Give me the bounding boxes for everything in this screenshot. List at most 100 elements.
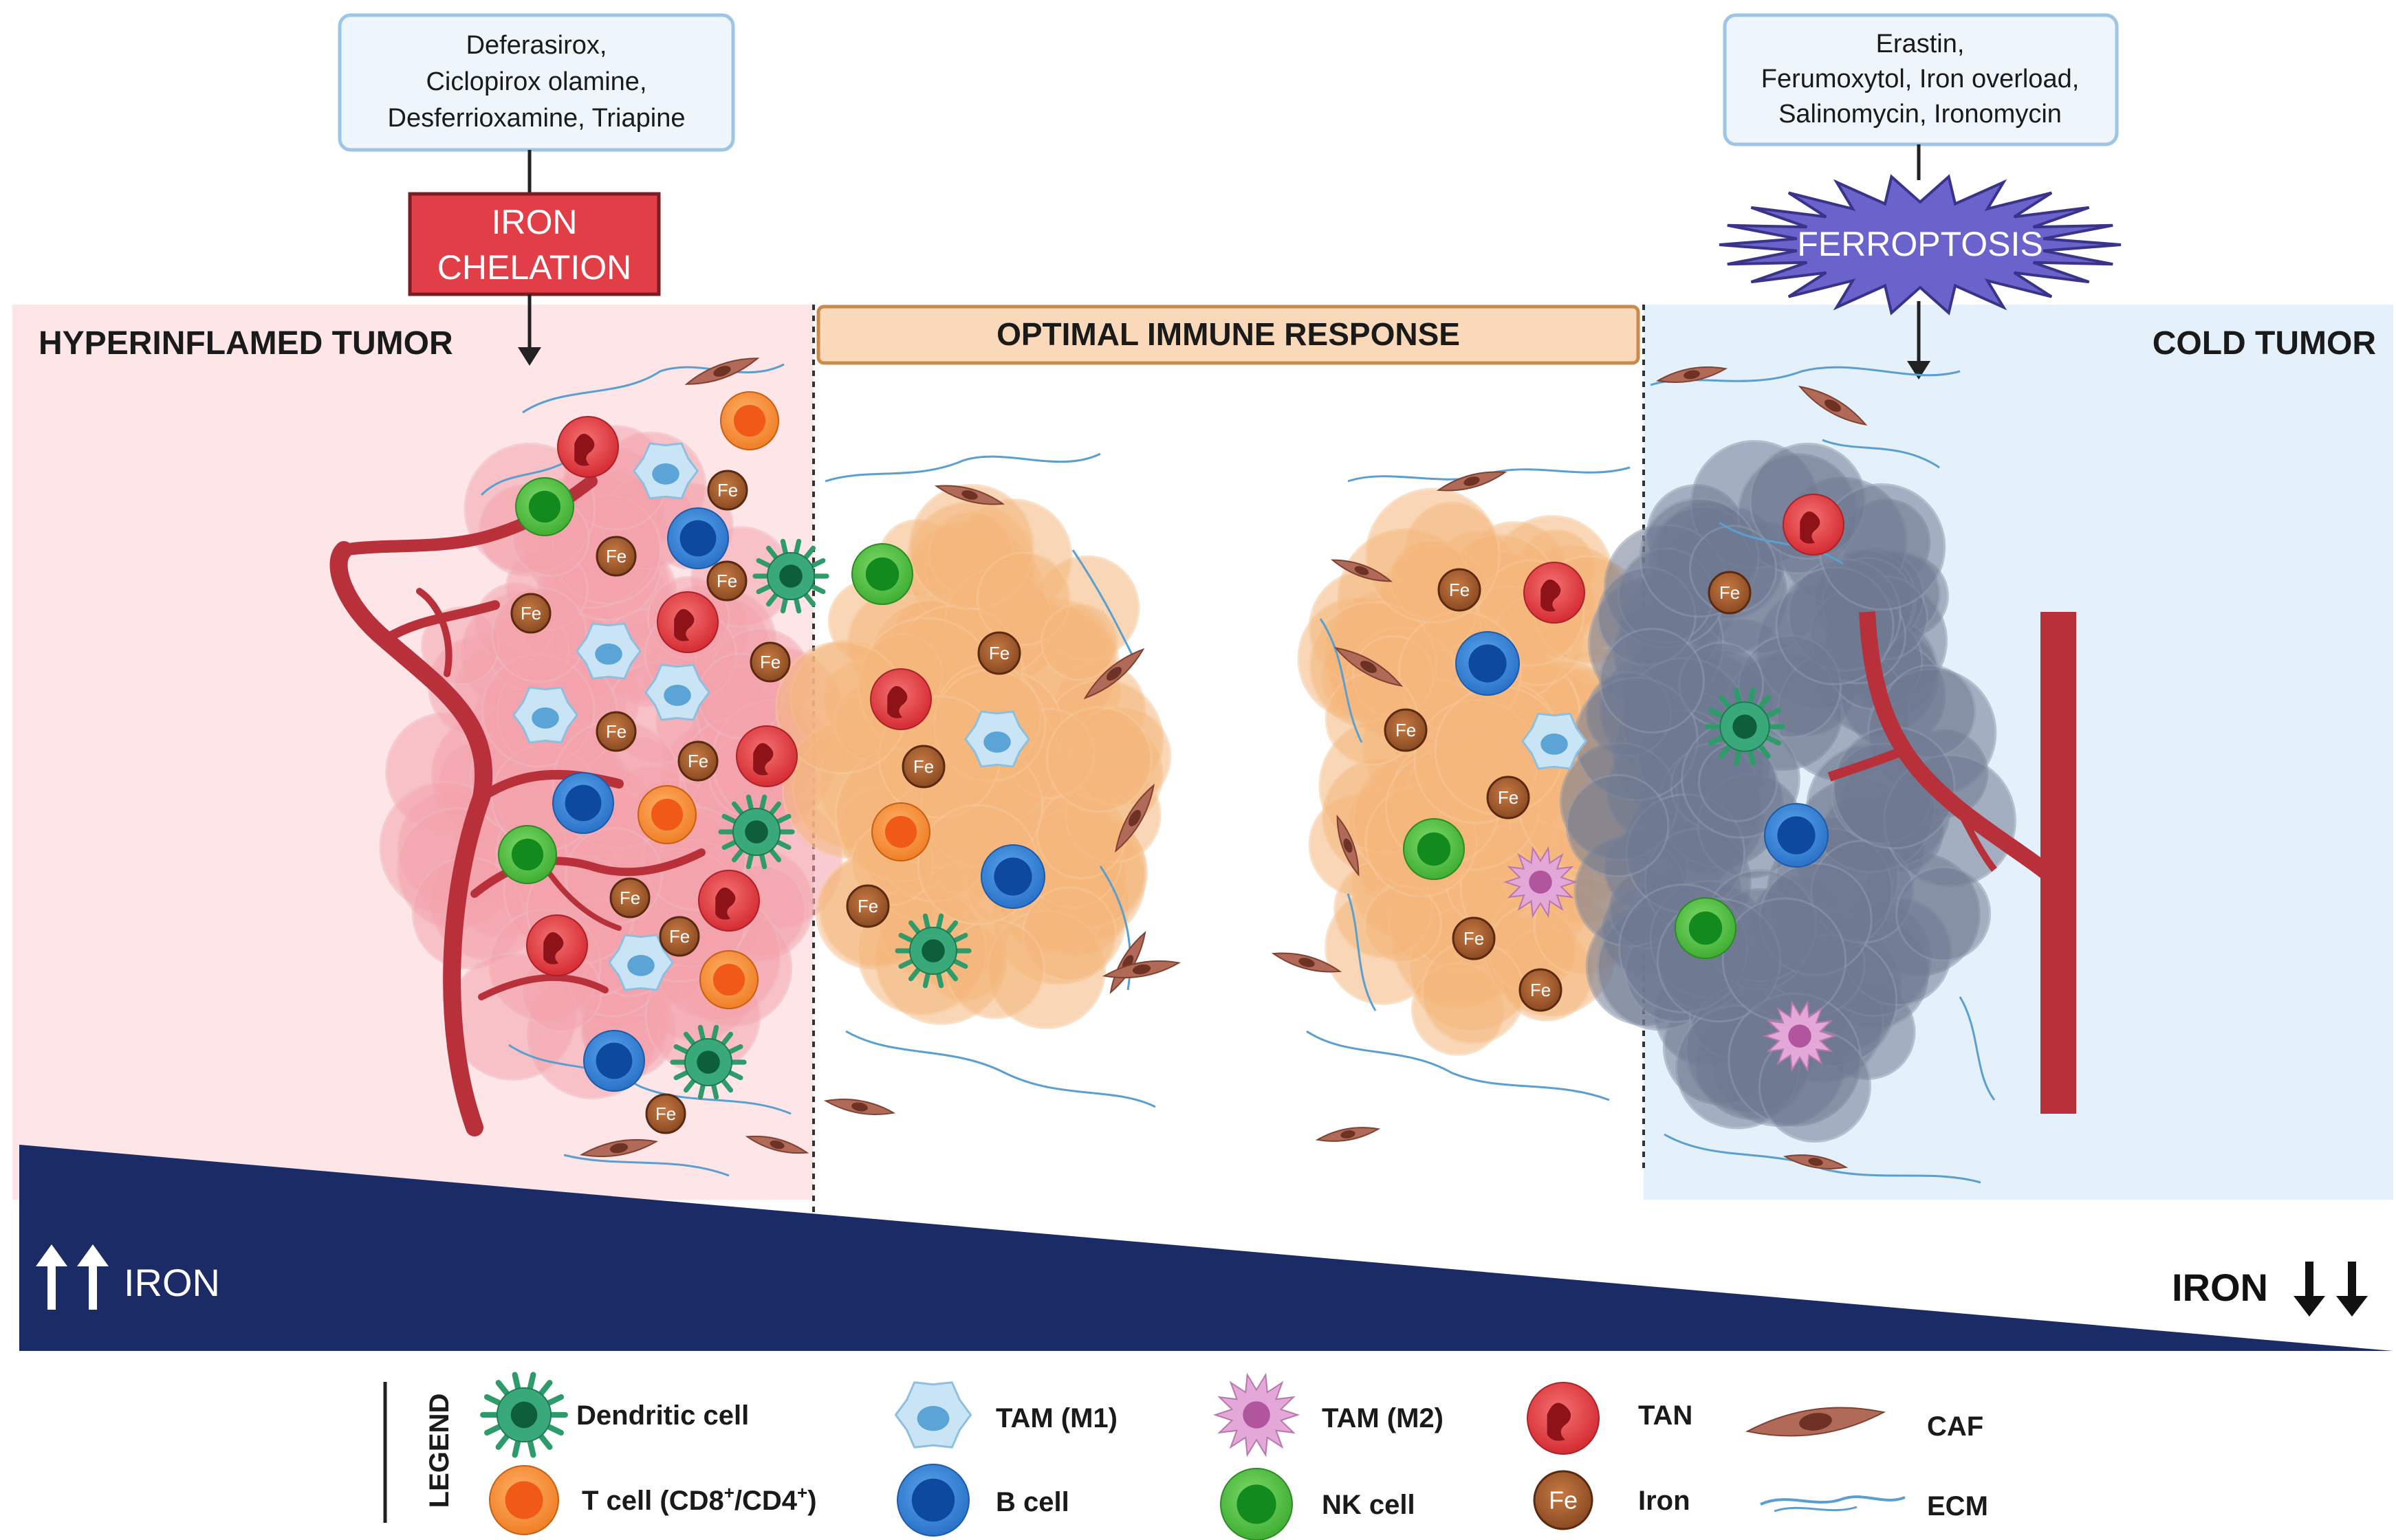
chelator-line-2: Ciclopirox olamine, bbox=[426, 67, 646, 96]
iron-marker-label: Fe bbox=[989, 643, 1010, 663]
iron-marker: Fe bbox=[645, 1093, 686, 1134]
iron-marker-label: Fe bbox=[1395, 720, 1416, 740]
iron-marker-label: Fe bbox=[1498, 787, 1518, 808]
iron-marker-label: Fe bbox=[1549, 1486, 1578, 1515]
tam-m1-cell bbox=[512, 686, 578, 744]
dendritic-cell bbox=[670, 1024, 747, 1100]
tan-cell bbox=[698, 870, 760, 932]
tam-m2-cell bbox=[1213, 1372, 1300, 1458]
iron-marker: Fe bbox=[1437, 568, 1481, 612]
caf-cell bbox=[1745, 1407, 1886, 1437]
ecm-fiber bbox=[1347, 893, 1377, 1011]
b-cell bbox=[583, 1030, 645, 1092]
caf-cell bbox=[1783, 1154, 1849, 1169]
chelator-line-3: Desferrioxamine, Triapine bbox=[388, 104, 686, 133]
iron-marker-label: Fe bbox=[655, 1103, 676, 1124]
tan-cell bbox=[1783, 494, 1844, 556]
legend-icon-tan bbox=[1527, 1382, 1600, 1455]
iron-marker-label: Fe bbox=[1449, 580, 1470, 600]
ferroptosis-line-1: Erastin, bbox=[1876, 30, 1965, 58]
tan-cell bbox=[1523, 562, 1585, 624]
legend-icon-ecm bbox=[1760, 1495, 1906, 1512]
tam-m1-cell bbox=[964, 710, 1030, 768]
iron-marker-label: Fe bbox=[1719, 582, 1740, 603]
iron-marker: Fe bbox=[677, 740, 719, 782]
optimal-title: OPTIMAL IMMUNE RESPONSE bbox=[996, 316, 1460, 352]
legend-title: LEGEND bbox=[424, 1394, 455, 1508]
tumor-cell-blob bbox=[1045, 706, 1153, 813]
iron-chelation-line-1: IRON bbox=[492, 203, 578, 241]
tumor-cell-blob bbox=[1895, 866, 1992, 962]
dendritic-cell bbox=[752, 538, 829, 614]
caf-cell bbox=[1315, 1127, 1381, 1142]
iron-low-label: IRON bbox=[2172, 1266, 2268, 1309]
caf-cell bbox=[823, 1099, 896, 1115]
b-cell bbox=[667, 507, 729, 569]
tumor-cell-blob bbox=[945, 918, 1045, 1020]
iron-chelation-box bbox=[408, 192, 661, 296]
iron-marker: Fe bbox=[596, 711, 637, 752]
ecm-fiber bbox=[1719, 521, 1844, 565]
iron-marker-label: Fe bbox=[1463, 928, 1484, 949]
caf-cell bbox=[1083, 648, 1145, 700]
t-cell bbox=[720, 391, 779, 450]
iron-up-arrows bbox=[36, 1244, 109, 1310]
cold-cells: Fe bbox=[1655, 366, 1868, 1169]
dendritic-cell bbox=[480, 1372, 568, 1458]
hyperinflamed-title: HYPERINFLAMED TUMOR bbox=[39, 325, 453, 362]
t-cell bbox=[489, 1465, 559, 1535]
iron-marker: Fe bbox=[1486, 776, 1530, 820]
dendritic-cell bbox=[895, 913, 972, 989]
ferroptosis-drug-box bbox=[1723, 13, 2119, 146]
tam-m1-cell bbox=[576, 622, 642, 680]
tumor-cell-blob bbox=[1818, 483, 1946, 611]
ecm-fiber bbox=[1822, 439, 1940, 469]
iron-marker-label: Fe bbox=[1530, 980, 1551, 1000]
ferroptosis-arrow-head bbox=[1907, 361, 1930, 380]
legend-label-iron: Iron bbox=[1638, 1486, 1690, 1516]
b-cell bbox=[1455, 631, 1520, 696]
tan-cell bbox=[736, 725, 798, 787]
tam-m1-cell bbox=[1521, 712, 1587, 770]
iron-marker: Fe bbox=[977, 631, 1021, 675]
tan-cell bbox=[870, 668, 932, 730]
tumor-cell-blob bbox=[1041, 603, 1119, 681]
iron-marker-label: Fe bbox=[620, 888, 640, 908]
iron-marker: Fe bbox=[1384, 708, 1428, 752]
iron-marker-label: Fe bbox=[760, 652, 781, 672]
tumor-cell-blob bbox=[1364, 487, 1501, 624]
ecm-fiber bbox=[1071, 549, 1136, 661]
ecm-fiber bbox=[1959, 996, 1996, 1101]
caf-cell bbox=[1333, 647, 1404, 687]
nk-cell bbox=[515, 477, 574, 536]
ecm-fiber bbox=[1306, 1030, 1610, 1101]
legend-label-nk: NK cell bbox=[1322, 1490, 1415, 1520]
ecm-fiber bbox=[522, 363, 785, 414]
caf-cell bbox=[1102, 960, 1181, 979]
caf-cell bbox=[934, 485, 1005, 505]
legend-label-tam-m1: TAM (M1) bbox=[996, 1403, 1118, 1433]
iron-marker: Fe bbox=[846, 884, 890, 928]
legend-label-tam-m2: TAM (M2) bbox=[1322, 1403, 1444, 1433]
tam-m1-cell bbox=[894, 1381, 972, 1449]
b-cell bbox=[552, 772, 614, 834]
iron-marker-label: Fe bbox=[688, 751, 708, 771]
caf-cell bbox=[579, 1138, 659, 1158]
chelator-drug-box bbox=[338, 13, 735, 152]
legend-label-tcell: T cell (CD8+/CD4+) bbox=[582, 1482, 817, 1516]
chelation-arrow-head bbox=[518, 347, 541, 366]
ecm-fiber bbox=[508, 1044, 792, 1115]
ecm-fiber bbox=[563, 1154, 730, 1177]
tan-cell bbox=[657, 591, 719, 653]
dendritic-cell bbox=[718, 794, 795, 870]
iron-marker: Fe bbox=[902, 745, 946, 789]
ferroptosis-line-2: Ferumoxytol, Iron overload, bbox=[1761, 65, 2080, 94]
tumor-cell-blob bbox=[1565, 773, 1670, 878]
optimal-tumor-left-mass bbox=[775, 484, 1172, 1029]
caf-cell bbox=[1271, 952, 1342, 973]
caf-cell bbox=[1655, 366, 1728, 383]
